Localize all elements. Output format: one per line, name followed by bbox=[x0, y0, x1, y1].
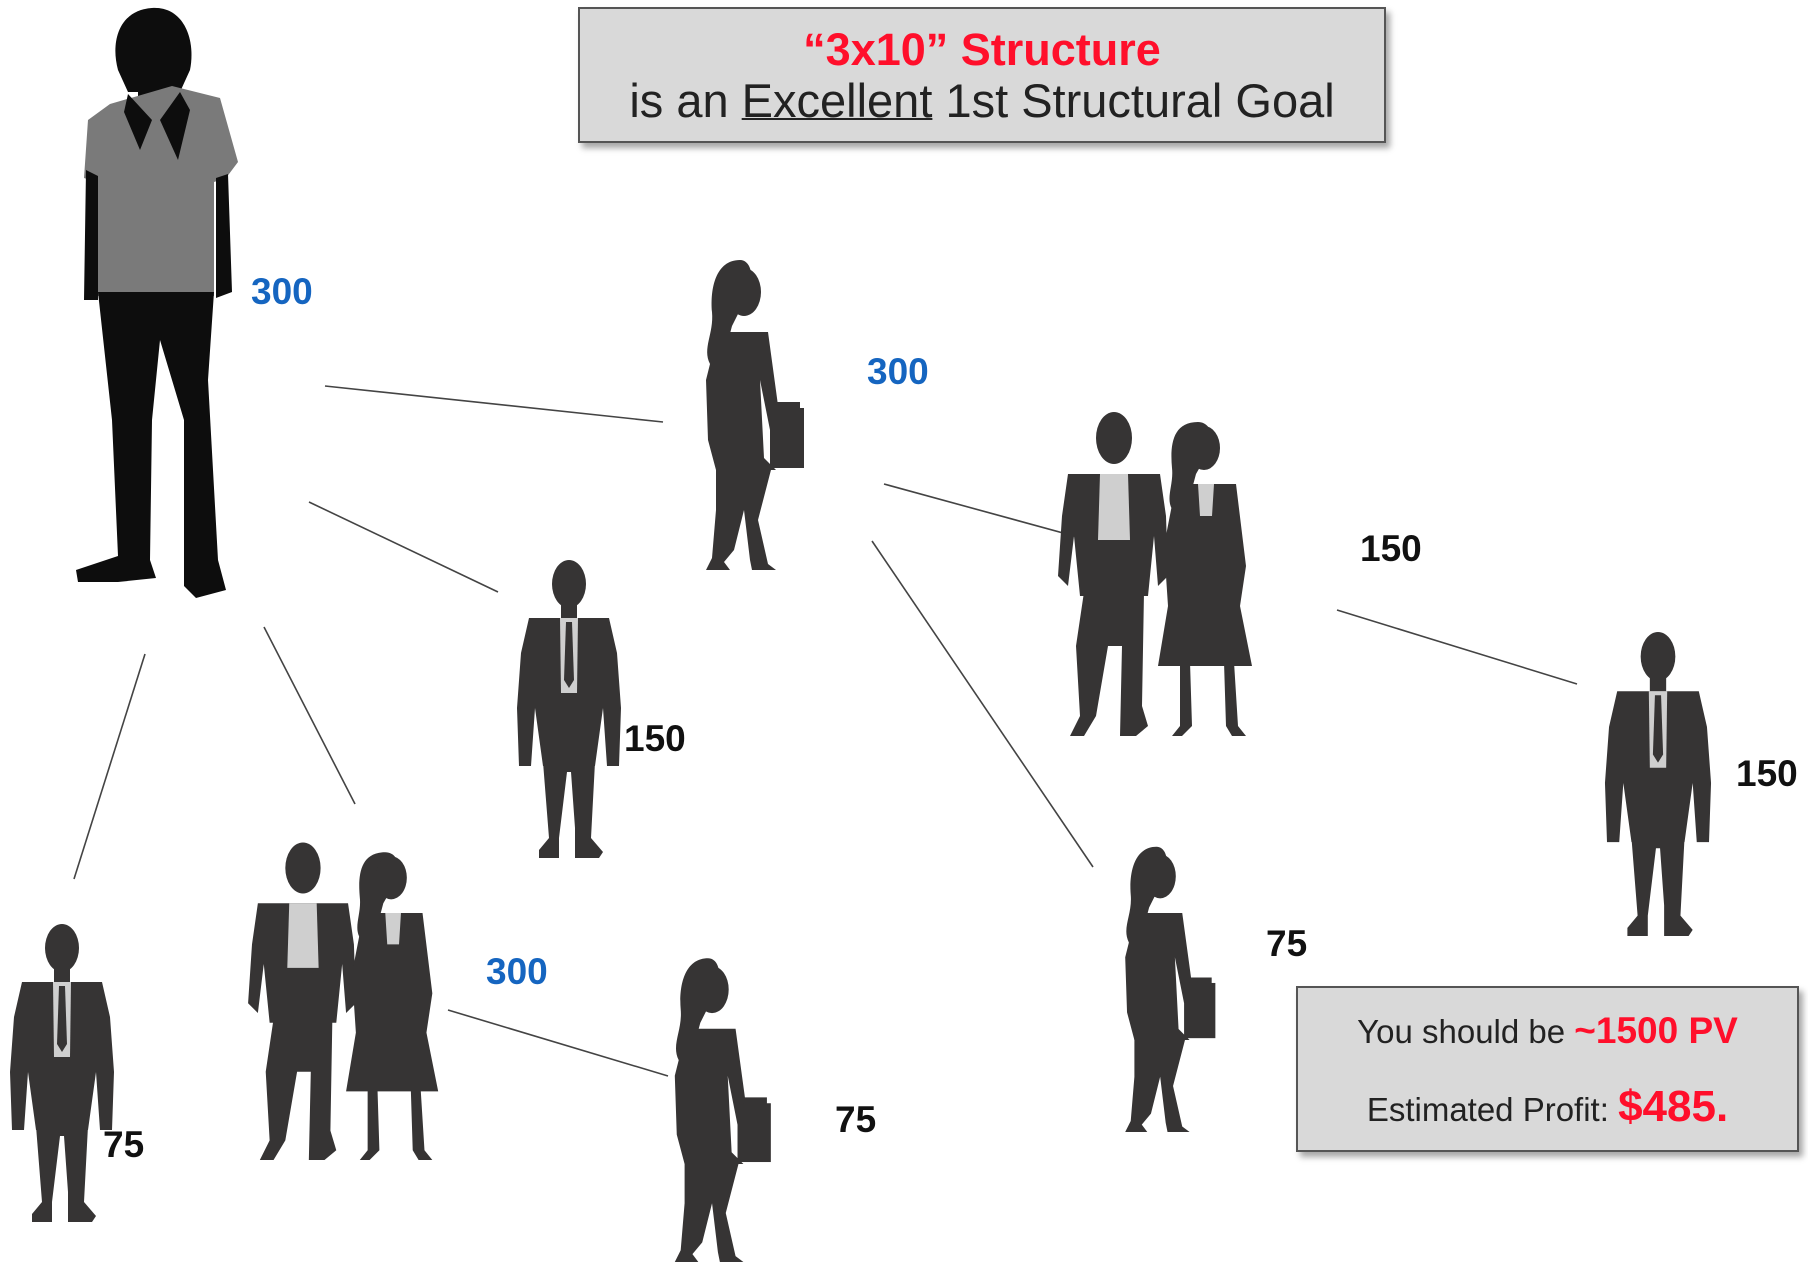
couple-right-silhouette-icon bbox=[1058, 412, 1252, 736]
title-box: “3x10” Structure is an Excellent 1st Str… bbox=[578, 7, 1386, 143]
title-subheading: is an Excellent 1st Structural Goal bbox=[629, 74, 1335, 127]
link-couple-right-man-far-right bbox=[1336, 609, 1578, 685]
woman-bottom-silhouette-icon bbox=[674, 958, 771, 1262]
leader-silhouette-icon bbox=[76, 7, 238, 598]
value-woman-lower-right: 75 bbox=[1266, 923, 1307, 964]
value-woman-bottom: 75 bbox=[835, 1099, 876, 1140]
woman-lower-right-silhouette-icon bbox=[1125, 846, 1216, 1132]
link-sponsor-woman-lower-right bbox=[871, 540, 1094, 868]
link-sponsor-couple-right bbox=[883, 483, 1097, 543]
link-leader-man-middle bbox=[308, 501, 499, 593]
value-man-middle: 150 bbox=[624, 718, 686, 759]
man-far-right-silhouette-icon bbox=[1604, 632, 1712, 936]
link-lines bbox=[73, 385, 1578, 1077]
value-sponsor-woman: 300 bbox=[867, 351, 929, 392]
pv-value: ~1500 PV bbox=[1574, 1010, 1738, 1051]
value-couple-right: 150 bbox=[1360, 528, 1422, 569]
value-man-bottom-left: 75 bbox=[103, 1124, 144, 1165]
link-leader-couple-bottom bbox=[263, 626, 356, 805]
title-heading: “3x10” Structure bbox=[803, 24, 1161, 75]
title-emphasis: Excellent bbox=[741, 74, 933, 127]
man-bottom-left-silhouette-icon bbox=[10, 924, 114, 1222]
value-couple-bottom: 300 bbox=[486, 951, 548, 992]
sponsor-woman-silhouette-icon bbox=[706, 260, 804, 570]
link-leader-man-bottom-left bbox=[73, 653, 146, 880]
link-couple-bottom-woman-bottom bbox=[447, 1009, 669, 1077]
couple-bottom-silhouette-icon bbox=[248, 842, 439, 1160]
man-middle-silhouette-icon bbox=[517, 560, 621, 858]
value-man-far-right: 150 bbox=[1736, 753, 1798, 794]
profit-value: $485. bbox=[1618, 1082, 1729, 1131]
node-values: 300 300 150 150 150 75 75 300 75 bbox=[103, 271, 1798, 1165]
profit-estimate: Estimated Profit: $485. bbox=[1366, 1082, 1729, 1131]
value-leader: 300 bbox=[251, 271, 313, 312]
summary-box: You should be ~1500 PV Estimated Profit:… bbox=[1296, 986, 1799, 1152]
link-leader-sponsor bbox=[324, 385, 664, 423]
pv-estimate: You should be ~1500 PV bbox=[1357, 1010, 1738, 1051]
